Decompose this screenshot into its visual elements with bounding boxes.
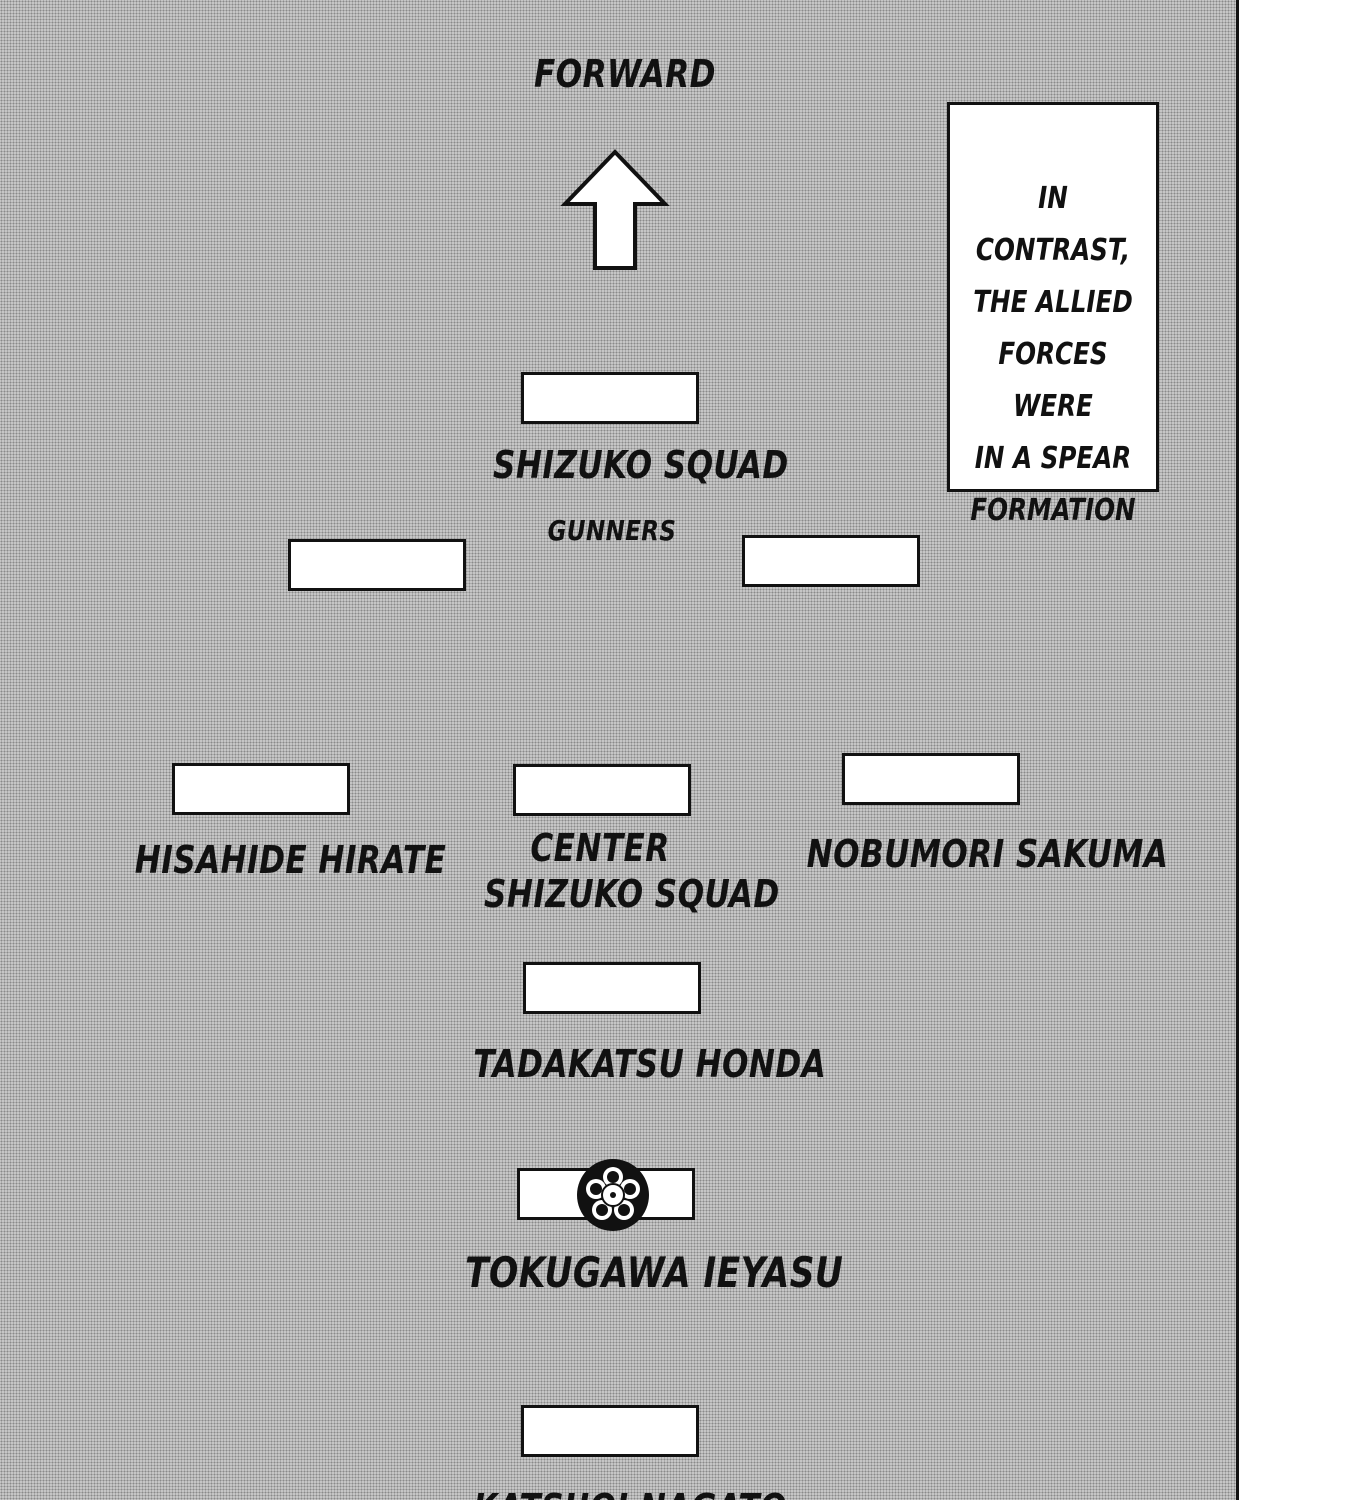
- unit-right-wing: [742, 535, 920, 587]
- caption-line: FORMATION: [970, 493, 1136, 528]
- caption-line: FORCES WERE: [998, 337, 1108, 424]
- unit-label-center-shizuko-squad: SHIZUKO SQUAD: [484, 872, 780, 916]
- forward-label: FORWARD: [534, 52, 716, 96]
- unit-label-center: CENTER: [530, 826, 670, 870]
- unit-left-wing: [288, 539, 466, 591]
- caption-line: IN A SPEAR: [974, 441, 1132, 476]
- manga-panel: FORWARD IN CONTRAST, THE ALLIED FORCES W…: [0, 0, 1239, 1500]
- unit-katsuoi-nagato: [521, 1405, 699, 1457]
- unit-label-shizuko-squad: SHIZUKO SQUAD: [493, 443, 789, 487]
- unit-label-tadakatsu-honda: TADAKATSU HONDA: [473, 1042, 827, 1086]
- unit-hisahide-hirate: [172, 763, 350, 815]
- unit-label-nobumori-sakuma: NOBUMORI SAKUMA: [806, 832, 1169, 876]
- unit-label-katsuoi-nagato: KATSUOI NAGATO: [473, 1486, 786, 1500]
- unit-shizuko-squad-front: [521, 372, 699, 424]
- caption-text: IN CONTRAST, THE ALLIED FORCES WERE IN A…: [969, 173, 1138, 537]
- unit-tadakatsu-honda: [523, 962, 701, 1014]
- caption-line: THE ALLIED: [973, 285, 1133, 320]
- unit-label-tokugawa-ieyasu: TOKUGAWA IEYASU: [465, 1248, 844, 1297]
- up-arrow-icon: [560, 149, 670, 270]
- caption-line: IN CONTRAST,: [975, 181, 1131, 268]
- unit-center-shizuko-squad: [513, 764, 691, 816]
- unit-label-hisahide-hirate: HISAHIDE HIRATE: [134, 838, 447, 882]
- caption-box: IN CONTRAST, THE ALLIED FORCES WERE IN A…: [947, 102, 1159, 528]
- unit-sublabel-gunners: GUNNERS: [547, 514, 677, 547]
- tokugawa-crest-icon: [577, 1159, 649, 1231]
- unit-nobumori-sakuma: [842, 753, 1020, 805]
